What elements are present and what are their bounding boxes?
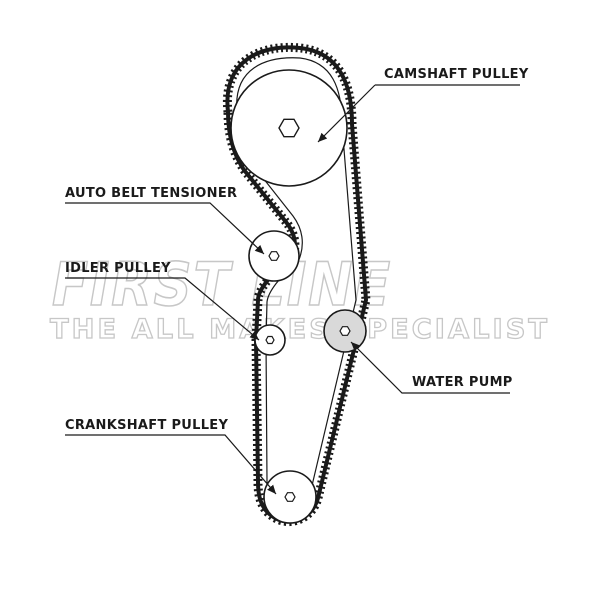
leader-idler (65, 277, 260, 341)
leader-crankshaft (65, 434, 277, 495)
leader-camshaft (318, 84, 520, 142)
camshaft-pulley-label: CAMSHAFT PULLEY (384, 67, 529, 82)
water-pump-label: WATER PUMP (412, 375, 513, 390)
crankshaft-pulley (263, 470, 317, 524)
hex-bolt-icon (268, 251, 280, 261)
timing-belt-teeth (222, 42, 371, 527)
hex-bolt-icon (284, 492, 296, 502)
crankshaft-pulley-label: CRANKSHAFT PULLEY (65, 418, 228, 433)
camshaft-pulley (230, 69, 348, 187)
watermark-brand: FIRST LINE (52, 250, 392, 320)
auto-belt-tensioner (248, 230, 300, 282)
idler-pulley-label: IDLER PULLEY (65, 261, 171, 276)
leader-tensioner (65, 202, 265, 255)
leader-water-pump (350, 341, 510, 394)
water-pump (323, 309, 367, 353)
idler-pulley (254, 324, 286, 356)
leader-lines (65, 84, 520, 495)
watermark: FIRST LINE THE ALL MAKES SPECIALIST (49, 249, 550, 345)
hex-bolt-icon (265, 335, 275, 345)
hex-bolt-icon (278, 118, 300, 138)
hex-bolt-icon (339, 326, 351, 336)
watermark-tagline: THE ALL MAKES SPECIALIST (50, 314, 550, 345)
auto-belt-tensioner-label: AUTO BELT TENSIONER (65, 186, 237, 201)
